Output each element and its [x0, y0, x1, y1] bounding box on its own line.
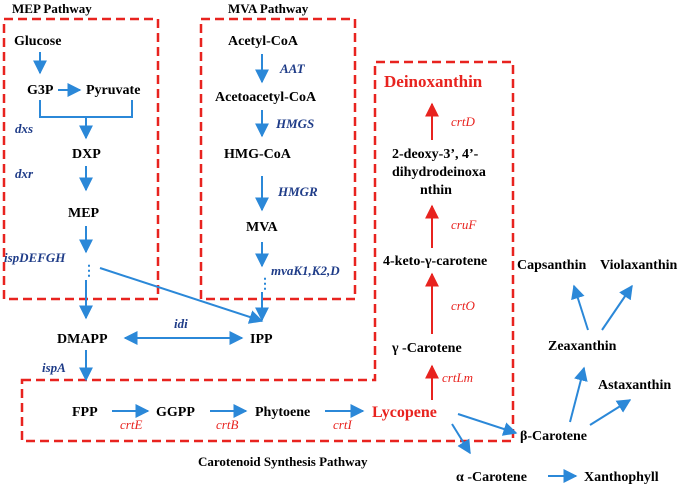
hmgr-enzyme: HMGR	[277, 184, 318, 199]
mva-pathway-box	[199, 17, 357, 301]
mep-pathway-box	[2, 17, 160, 301]
mva-label: MVA	[246, 220, 279, 235]
mep-dots: ⋮	[82, 264, 96, 279]
mep-pathway-title: MEP Pathway	[12, 1, 92, 16]
aat-enzyme: AAT	[279, 61, 306, 76]
crtlm-enzyme: crtLm	[442, 370, 473, 385]
gamma-carotene-label: γ -Carotene	[391, 341, 462, 356]
crtd-enzyme: crtD	[451, 114, 475, 129]
ggpp-label: GGPP	[156, 405, 195, 420]
crte-enzyme: crtE	[120, 417, 142, 432]
dideoxy-line2: dihydrodeinoxa	[392, 165, 486, 180]
idi-enzyme: idi	[174, 316, 188, 331]
keto-gamma-carotene-label: 4-keto-γ-carotene	[383, 254, 487, 269]
xanthophyll-label: Xanthophyll	[584, 470, 659, 485]
arrow-mep-to-ipp	[99, 267, 264, 324]
dideoxy-line3: nthin	[420, 183, 452, 198]
cruf-enzyme: cruF	[451, 217, 477, 232]
arrow-zeaxanthin-violaxanthin	[601, 284, 633, 331]
ipp-label: IPP	[250, 332, 273, 347]
pyruvate-label: Pyruvate	[86, 83, 140, 98]
crto-enzyme: crtO	[451, 298, 475, 313]
carotenoid-pathway-box	[20, 60, 515, 443]
arrow-lycopene-beta	[457, 413, 518, 436]
hmgs-enzyme: HMGS	[275, 116, 314, 131]
arrow-beta-zeaxanthin	[569, 366, 588, 423]
crti-enzyme: crtI	[333, 417, 352, 432]
deinoxanthin-label: Deinoxanthin	[384, 72, 483, 91]
mvak-enzyme: mvaK1,K2,D	[271, 263, 340, 278]
crtb-enzyme: crtB	[216, 417, 238, 432]
arrow-lycopene-alpha	[451, 423, 471, 455]
violaxanthin-label: Violaxanthin	[600, 258, 677, 273]
g3p-label: G3P	[27, 83, 54, 98]
astaxanthin-label: Astaxanthin	[598, 378, 671, 393]
zeaxanthin-label: Zeaxanthin	[548, 339, 617, 354]
beta-carotene-label: β-Carotene	[520, 429, 587, 444]
fpp-label: FPP	[72, 405, 98, 420]
lycopene-label: Lycopene	[372, 404, 437, 421]
ispdefgh-enzyme: ispDEFGH	[4, 250, 66, 265]
glucose-label: Glucose	[14, 34, 61, 49]
mva-pathway-title: MVA Pathway	[228, 1, 309, 16]
dxr-enzyme: dxr	[15, 166, 34, 181]
mva-dots: ⋮	[258, 277, 272, 292]
arrow-beta-astaxanthin	[589, 399, 632, 426]
acetyl-coa-label: Acetyl-CoA	[228, 34, 299, 49]
hmg-coa-label: HMG-CoA	[224, 147, 292, 162]
carotenoid-pathway-title: Carotenoid Synthesis Pathway	[198, 454, 368, 469]
bracket-g3p-pyruvate	[39, 100, 133, 118]
dxp-label: DXP	[72, 147, 101, 162]
capsanthin-label: Capsanthin	[517, 258, 586, 273]
phytoene-label: Phytoene	[255, 405, 310, 420]
dxs-enzyme: dxs	[15, 121, 33, 136]
dideoxy-line1: 2-deoxy-3’, 4’-	[392, 147, 479, 162]
mep-label: MEP	[68, 206, 100, 221]
ispa-enzyme: ispA	[42, 360, 66, 375]
dmapp-label: DMAPP	[57, 332, 108, 347]
alpha-carotene-label: α -Carotene	[456, 470, 527, 485]
arrow-zeaxanthin-capsanthin	[571, 284, 589, 331]
acetoacetyl-coa-label: Acetoacetyl-CoA	[215, 90, 317, 105]
